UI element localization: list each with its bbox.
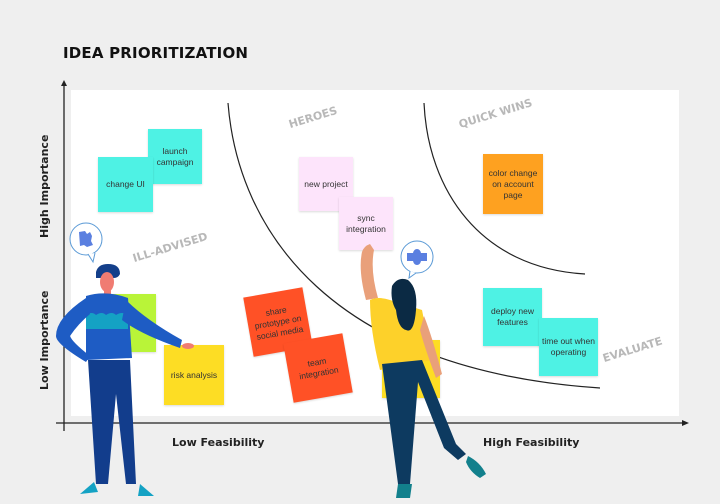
sticky-note-sync-integration[interactable]: sync integration (339, 197, 393, 250)
sticky-note-deploy-features[interactable]: deploy new features (483, 288, 542, 346)
sticky-note-launch-campaign[interactable]: launch campaign (148, 129, 202, 184)
sticky-note-green-blank[interactable] (98, 294, 156, 352)
page-title: IDEA PRIORITIZATION (63, 44, 249, 62)
x-axis-arrow-icon (682, 420, 689, 426)
x-axis-label-high: High Feasibility (483, 436, 580, 449)
y-axis-label-high: High Importance (38, 134, 51, 238)
sticky-note-color-change[interactable]: color change on account page (483, 154, 543, 214)
y-axis-label-low: Low Importance (38, 290, 51, 390)
sticky-note-team-integration[interactable]: team integration (283, 333, 353, 403)
x-axis-label-low: Low Feasibility (172, 436, 265, 449)
sticky-note-change-ui[interactable]: change UI (98, 157, 153, 212)
sticky-note-risk-analysis[interactable]: risk analysis (164, 345, 224, 405)
sticky-note-yellow-blank[interactable] (382, 340, 440, 398)
sticky-note-time-out[interactable]: time out when operating (539, 318, 598, 376)
y-axis-arrow-icon (61, 80, 67, 86)
